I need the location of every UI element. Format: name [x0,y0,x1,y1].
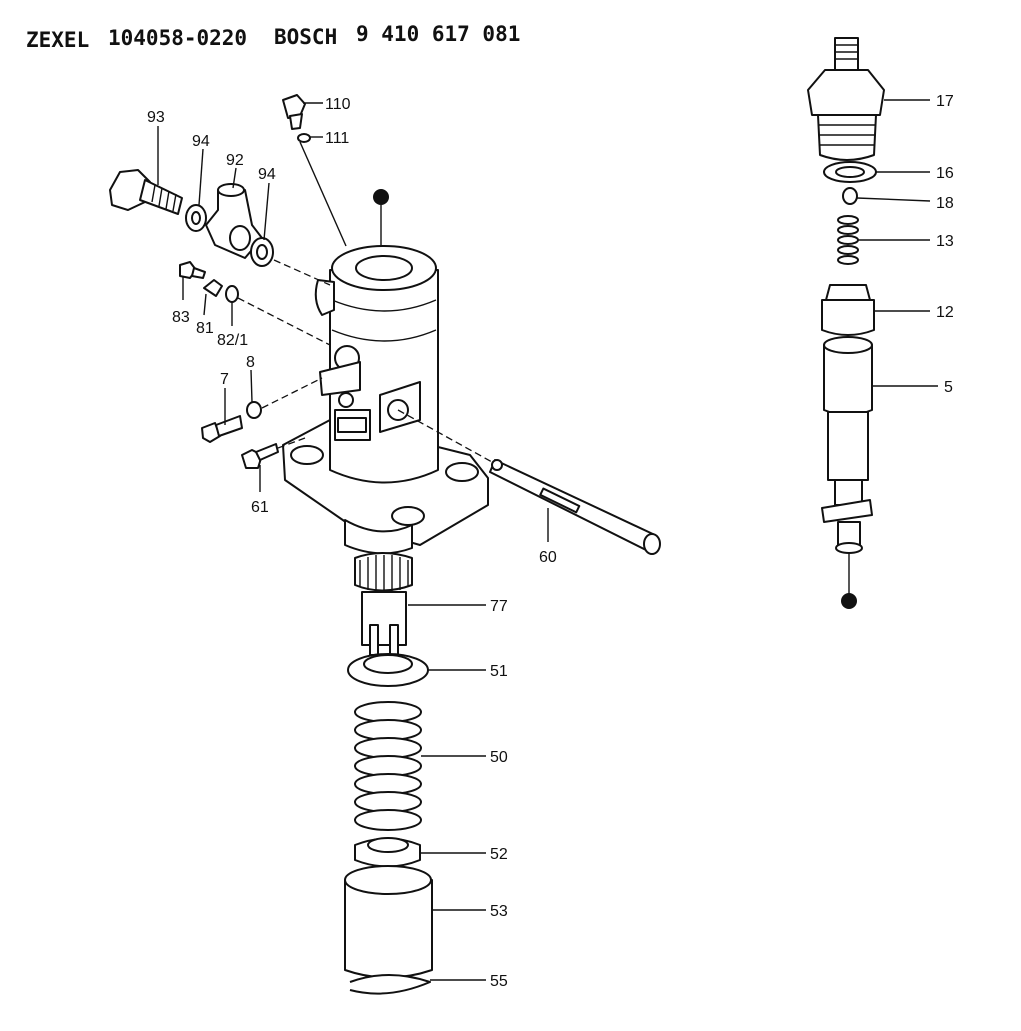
valve-spring-13 [837,215,859,265]
upper-spring-seat [347,653,429,687]
callout-93: 93 [147,109,165,126]
callout-77: 77 [490,598,508,615]
callout-51: 51 [490,663,508,680]
callout-16: 16 [936,165,954,182]
callout-111: 111 [325,130,349,147]
snap-ring [349,974,431,995]
connection-point-bottom [841,593,857,609]
callout-55: 55 [490,973,508,990]
callout-17: 17 [936,93,954,110]
leader-lines [157,99,938,981]
header-oem-number: 9 410 617 081 [356,22,520,46]
screw-61 [241,443,279,469]
screw-110 [282,94,306,130]
lower-spring-seat [354,837,421,868]
callout-53: 53 [490,903,508,920]
lock-plate-81 [203,279,223,297]
banjo-fitting [205,183,263,259]
washer-8 [246,401,262,419]
callout-81: 81 [196,320,214,337]
callout-50: 50 [490,749,508,766]
screw-83 [179,261,206,279]
roller-tappet [344,865,433,979]
callout-83: 83 [172,309,190,326]
callout-labels: 93 94 92 94 110 111 83 81 82/1 7 8 61 60… [147,93,954,990]
washer-111 [297,133,311,143]
screw-7 [201,415,243,443]
delivery-valve-12 [821,284,875,336]
callout-7: 7 [220,371,229,388]
pump-housing [282,245,489,555]
callout-13: 13 [936,233,954,250]
callout-82-1: 82/1 [217,332,248,349]
callout-110: 110 [325,96,351,113]
callout-8: 8 [246,354,255,371]
connection-point-top [373,189,389,205]
plunger-barrel-5 [821,336,873,554]
washer-82 [225,285,239,303]
control-sleeve [354,552,413,656]
callout-18: 18 [936,195,954,212]
callout-52: 52 [490,846,508,863]
callout-92: 92 [226,152,244,169]
header-brand: ZEXEL [26,28,89,52]
control-rack [489,459,661,555]
callout-12: 12 [936,304,954,321]
callout-94-left: 94 [192,133,210,150]
banjo-bolt [109,169,183,215]
callout-5: 5 [944,379,953,396]
volume-reducer-18 [842,187,858,205]
header-oem: BOSCH [274,25,337,49]
header-zexel-number: 104058-0220 [108,26,247,50]
plunger-spring [354,701,422,831]
callout-60: 60 [539,549,557,566]
delivery-valve-holder [807,37,885,161]
callout-61: 61 [251,499,269,516]
callout-94-right: 94 [258,166,276,183]
